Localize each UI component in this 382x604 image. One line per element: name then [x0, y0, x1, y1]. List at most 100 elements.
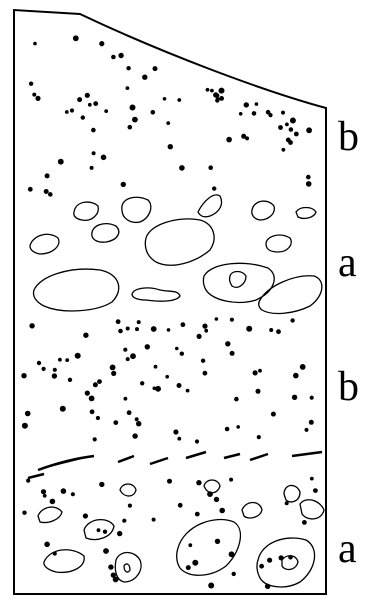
grain-dot — [67, 377, 73, 382]
grain-dot — [176, 383, 182, 388]
clast — [283, 484, 301, 503]
grain-dot — [22, 510, 27, 515]
streak-layer — [27, 450, 323, 480]
streak — [27, 472, 45, 480]
clast-layer-lower — [37, 479, 325, 588]
grain-dot — [219, 96, 225, 101]
grain-dot — [21, 422, 28, 429]
grain-dot — [84, 92, 90, 98]
grain-dot — [224, 426, 230, 432]
grain-dot — [196, 480, 202, 486]
grain-dot — [234, 396, 239, 402]
grain-dot — [49, 498, 56, 505]
grain-dot — [291, 394, 298, 400]
grain-dot — [177, 436, 182, 441]
grain-dot — [92, 382, 98, 388]
grain-dot — [132, 433, 138, 439]
grain-dot — [32, 92, 37, 97]
grain-dot — [29, 323, 35, 329]
grain-dot — [150, 326, 157, 332]
grain-dot — [109, 364, 116, 371]
grain-dot — [202, 370, 208, 376]
grain-dot — [142, 74, 148, 80]
grain-dot — [77, 97, 83, 103]
streak — [223, 452, 241, 460]
grain-dot — [65, 358, 70, 362]
grain-dot — [153, 364, 158, 369]
grain-dot — [270, 411, 276, 417]
grain-dot — [302, 520, 307, 525]
grain-dot — [194, 511, 200, 517]
grain-dot — [48, 192, 53, 197]
grain-dot — [93, 101, 99, 106]
grain-dot — [177, 98, 182, 102]
grain-dot — [26, 478, 31, 483]
grain-dot — [118, 52, 124, 59]
clast — [83, 519, 115, 541]
grain-dot — [304, 427, 309, 432]
grain-dot — [59, 405, 66, 412]
grain-dot — [309, 395, 314, 400]
clast — [202, 262, 275, 304]
clast — [265, 234, 292, 253]
grain-dot — [254, 102, 259, 106]
grain-dot — [284, 501, 289, 506]
layer-label-a-lower: a — [338, 526, 357, 572]
grain-dot — [27, 186, 33, 192]
clast — [295, 206, 317, 219]
grain-dot — [192, 559, 199, 566]
grain-dot — [60, 488, 67, 494]
grain-dot — [243, 102, 249, 108]
grain-dot — [185, 565, 191, 571]
grain-dot — [238, 112, 243, 116]
grain-dot — [218, 87, 225, 94]
grain-dot — [231, 571, 236, 577]
grain-dot — [202, 323, 208, 329]
clast — [176, 518, 242, 576]
grain-dot — [96, 528, 101, 533]
clast — [203, 479, 221, 494]
grain-dot — [99, 41, 105, 47]
clast — [197, 194, 223, 218]
grain-dot — [241, 133, 247, 139]
clast — [32, 268, 120, 312]
grain-dot — [144, 344, 150, 350]
grain-dot — [177, 502, 183, 508]
grain-dot — [213, 496, 220, 503]
grain-dot — [278, 125, 283, 130]
grain-dot — [214, 538, 221, 544]
grain-dot — [251, 111, 257, 116]
grain-dot — [165, 374, 169, 379]
fine-grain-dots-lower — [22, 476, 318, 589]
layer-label-b-lower: b — [338, 364, 359, 410]
clast — [114, 551, 142, 583]
grain-dot — [112, 576, 119, 583]
grain-dot — [276, 329, 281, 335]
grain-dot — [28, 81, 34, 86]
grain-dot — [215, 98, 220, 103]
grain-dot — [208, 165, 213, 170]
grain-dot — [214, 317, 219, 321]
grain-dot — [293, 372, 299, 379]
grain-dot — [92, 437, 97, 442]
grain-dot — [259, 563, 264, 569]
grain-dot — [130, 353, 136, 360]
column-outline — [13, 8, 327, 595]
grain-dot — [256, 435, 261, 440]
grain-dot — [57, 158, 64, 165]
grain-dot — [179, 351, 184, 356]
fine-grain-dots-upper — [27, 35, 312, 197]
grain-dot — [82, 513, 88, 519]
grain-dot — [196, 333, 202, 339]
grain-dot — [123, 347, 128, 352]
grain-dot — [132, 116, 138, 123]
grain-dot — [166, 121, 171, 125]
grain-dot — [40, 489, 47, 495]
streak — [149, 456, 169, 466]
grain-dot — [204, 328, 209, 333]
grain-dot — [44, 173, 50, 179]
grain-dot — [194, 439, 200, 444]
grain-dot — [84, 390, 90, 396]
grain-dot — [219, 507, 225, 514]
grain-dot — [305, 181, 312, 187]
